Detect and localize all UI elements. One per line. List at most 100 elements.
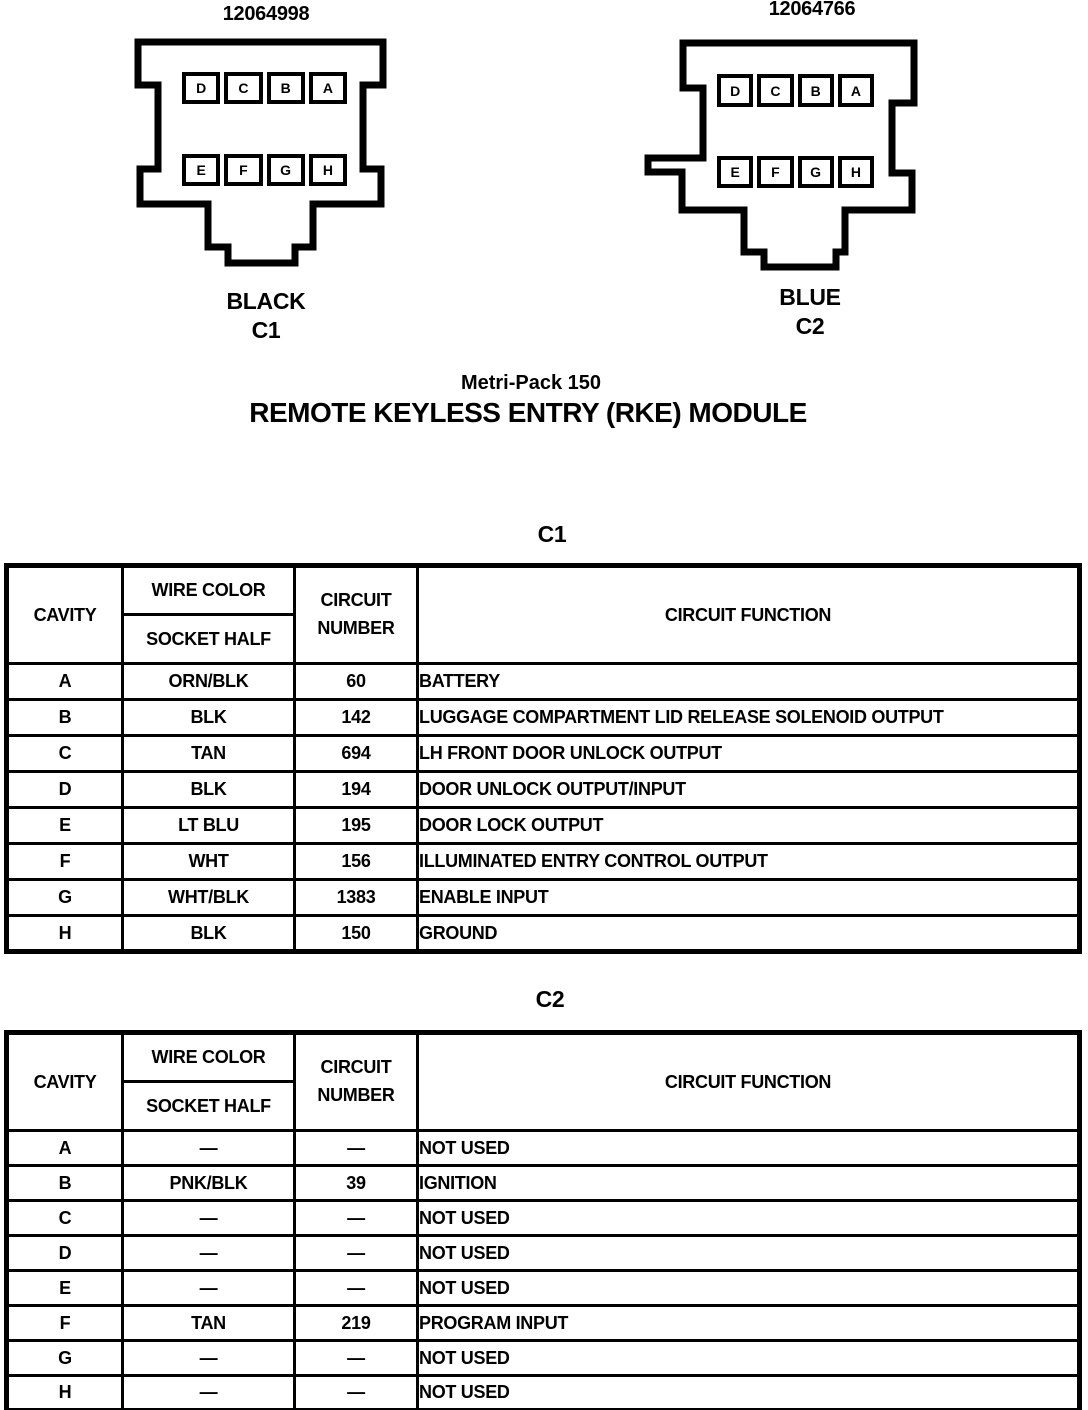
c2-table-heading: C2 [535, 986, 565, 1012]
table-row: F WHT 156 ILLUMINATED ENTRY CONTROL OUTP… [5, 842, 1081, 881]
table-row: B BLK 142 LUGGAGE COMPARTMENT LID RELEAS… [5, 698, 1081, 737]
header-wire-color: WIRE COLOR SOCKET HALF [121, 1031, 296, 1132]
cavity-cell: B [5, 698, 124, 737]
wire-cell: LT BLU [121, 806, 296, 845]
connector-outlines [134, 38, 918, 271]
c2-pin-a: A [837, 74, 874, 107]
wire-cell: WHT/BLK [121, 878, 296, 917]
c2-color-label: BLUE [779, 284, 841, 310]
cavity-cell: C [5, 1199, 124, 1237]
connector-c1-outline [134, 38, 387, 267]
c1-pin-c: C [224, 72, 263, 104]
header-circuit-line1: CIRCUIT [320, 1057, 392, 1078]
cavity-cell: F [5, 842, 124, 881]
circuit-cell: 694 [293, 734, 419, 773]
function-cell: ILLUMINATED ENTRY CONTROL OUTPUT [416, 842, 1081, 881]
c2-pin-f: F [757, 156, 794, 188]
header-circuit-function: CIRCUIT FUNCTION [416, 1031, 1081, 1132]
wire-cell: — [121, 1339, 296, 1377]
circuit-cell: — [293, 1339, 419, 1377]
c2-pinout-table: CAVITY WIRE COLOR SOCKET HALF CIRCUIT NU… [4, 1030, 1082, 1410]
table-header-row: CAVITY WIRE COLOR SOCKET HALF CIRCUIT NU… [5, 1031, 1081, 1132]
cavity-cell: H [5, 1374, 124, 1410]
c1-pin-row-bottom: E F G H [182, 154, 347, 186]
function-cell: NOT USED [416, 1129, 1081, 1167]
function-cell: ENABLE INPUT [416, 878, 1081, 917]
wire-cell: BLK [121, 698, 296, 737]
c2-pin-e: E [717, 156, 754, 188]
wire-cell: TAN [121, 1304, 296, 1342]
c1-part-number: 12064998 [222, 3, 310, 25]
circuit-cell: — [293, 1199, 419, 1237]
circuit-cell: — [293, 1374, 419, 1410]
circuit-cell: 219 [293, 1304, 419, 1342]
table-row: H — — NOT USED [5, 1374, 1081, 1410]
header-circuit-function: CIRCUIT FUNCTION [416, 564, 1081, 665]
function-cell: NOT USED [416, 1269, 1081, 1307]
c2-pin-row-top: D C B A [717, 74, 874, 107]
c2-part-number: 12064766 [768, 0, 856, 20]
wire-cell: — [121, 1374, 296, 1410]
wire-cell: ORN/BLK [121, 662, 296, 701]
circuit-cell: 60 [293, 662, 419, 701]
table-row: A — — NOT USED [5, 1129, 1081, 1167]
cavity-cell: G [5, 878, 124, 917]
header-wire-color: WIRE COLOR SOCKET HALF [121, 564, 296, 665]
c2-pin-d: D [717, 74, 754, 107]
c1-pin-row-top: D C B A [182, 72, 347, 104]
header-wire-color-top: WIRE COLOR [125, 569, 292, 616]
cavity-cell: F [5, 1304, 124, 1342]
cavity-cell: H [5, 914, 124, 953]
function-cell: LUGGAGE COMPARTMENT LID RELEASE SOLENOID… [416, 698, 1081, 737]
table-row: D BLK 194 DOOR UNLOCK OUTPUT/INPUT [5, 770, 1081, 809]
c2-pin-h: H [837, 156, 874, 188]
table-row: H BLK 150 GROUND [5, 914, 1081, 953]
wire-cell: — [121, 1234, 296, 1272]
circuit-cell: — [293, 1269, 419, 1307]
c1-table-heading: C1 [537, 521, 567, 547]
c1-pin-e: E [182, 154, 221, 186]
c1-pinout-table: CAVITY WIRE COLOR SOCKET HALF CIRCUIT NU… [4, 563, 1082, 954]
connector-c2-outline [644, 39, 918, 271]
wire-cell: — [121, 1199, 296, 1237]
circuit-cell: 195 [293, 806, 419, 845]
c1-pin-a: A [308, 72, 347, 104]
circuit-cell: 194 [293, 770, 419, 809]
wire-cell: — [121, 1129, 296, 1167]
table-row: D — — NOT USED [5, 1234, 1081, 1272]
table-row: E LT BLU 195 DOOR LOCK OUTPUT [5, 806, 1081, 845]
table-row: E — — NOT USED [5, 1269, 1081, 1307]
header-cavity: CAVITY [5, 1031, 124, 1132]
circuit-cell: 142 [293, 698, 419, 737]
header-circuit-line2: NUMBER [317, 618, 395, 638]
table-row: A ORN/BLK 60 BATTERY [5, 662, 1081, 701]
header-circuit-number: CIRCUIT NUMBER [293, 564, 419, 665]
cavity-cell: D [5, 770, 124, 809]
header-circuit-number: CIRCUIT NUMBER [293, 1031, 419, 1132]
wire-cell: BLK [121, 914, 296, 953]
cavity-cell: B [5, 1164, 124, 1202]
pack-type-title: Metri-Pack 150 [460, 372, 602, 394]
table-row: B PNK/BLK 39 IGNITION [5, 1164, 1081, 1202]
header-wire-color-top: WIRE COLOR [125, 1036, 292, 1083]
table-header-row: CAVITY WIRE COLOR SOCKET HALF CIRCUIT NU… [5, 564, 1081, 665]
wire-cell: TAN [121, 734, 296, 773]
function-cell: PROGRAM INPUT [416, 1304, 1081, 1342]
c1-name-label: C1 [251, 317, 281, 343]
cavity-cell: E [5, 806, 124, 845]
function-cell: DOOR LOCK OUTPUT [416, 806, 1081, 845]
cavity-cell: A [5, 662, 124, 701]
table-row: F TAN 219 PROGRAM INPUT [5, 1304, 1081, 1342]
circuit-cell: 1383 [293, 878, 419, 917]
cavity-cell: E [5, 1269, 124, 1307]
c1-pin-b: B [266, 72, 305, 104]
cavity-cell: A [5, 1129, 124, 1167]
function-cell: DOOR UNLOCK OUTPUT/INPUT [416, 770, 1081, 809]
c2-name-label: C2 [795, 313, 825, 339]
header-socket-half: SOCKET HALF [146, 628, 271, 649]
c2-pin-g: G [797, 156, 834, 188]
wire-cell: — [121, 1269, 296, 1307]
header-cavity: CAVITY [5, 564, 124, 665]
c1-color-label: BLACK [226, 288, 306, 314]
